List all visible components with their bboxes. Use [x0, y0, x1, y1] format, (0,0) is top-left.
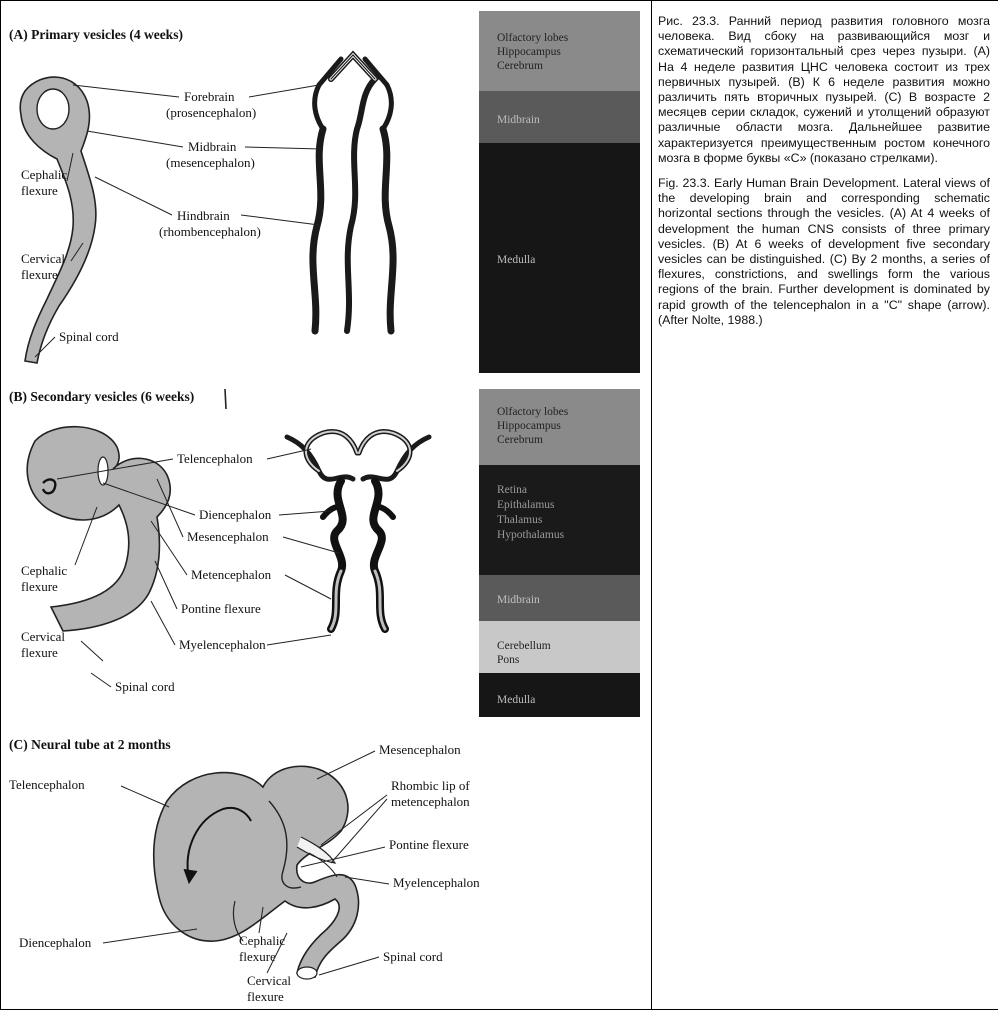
label-telencephalon-b: Telencephalon — [177, 451, 253, 466]
caption-column: Рис. 23.3. Ранний период развития головн… — [652, 1, 998, 1010]
label-myelencephalon-b: Myelencephalon — [179, 637, 266, 652]
label-metencephalon-b: Metencephalon — [191, 567, 272, 582]
label-cephalic-flexure-b: flexure — [21, 579, 58, 594]
label-cephalic-a: Cephalic — [21, 167, 67, 182]
label-midbrain: Midbrain — [188, 139, 237, 154]
legend-b-label-2: Hippocampus — [497, 420, 561, 432]
legend-b-label-4: Retina — [497, 484, 527, 496]
panel-c: (C) Neural tube at 2 months Mesencephalo… — [9, 737, 480, 1004]
arrow-marker-b — [225, 389, 226, 409]
panel-b-legend: Olfactory lobes Hippocampus Cerebrum Ret… — [479, 389, 640, 717]
figure-column: (A) Primary vesicles (4 weeks) — [1, 1, 652, 1010]
label-prosencephalon: (prosencephalon) — [166, 105, 256, 120]
label-forebrain: Forebrain — [184, 89, 235, 104]
panel-b: (B) Secondary vesicles (6 weeks) — [9, 389, 640, 717]
panel-a-section — [309, 55, 393, 331]
label-pontine-flexure-b: Pontine flexure — [181, 601, 261, 616]
label-metencephalon-c: metencephalon — [391, 794, 470, 809]
brain-development-figure: (A) Primary vesicles (4 weeks) — [1, 1, 650, 1009]
label-cephalic-c: Cephalic — [239, 933, 285, 948]
label-rhombencephalon: (rhombencephalon) — [159, 224, 261, 239]
label-diencephalon-b: Diencephalon — [199, 507, 272, 522]
label-telencephalon-c: Telencephalon — [9, 777, 85, 792]
panel-a-lateral-view — [20, 77, 96, 363]
label-hindbrain: Hindbrain — [177, 208, 230, 223]
legend-a-label-2: Hippocampus — [497, 46, 561, 58]
label-cervical-a: Cervical — [21, 251, 65, 266]
legend-b-label-8: Midbrain — [497, 594, 540, 606]
panel-a-title: (A) Primary vesicles (4 weeks) — [9, 27, 183, 42]
label-myelencephalon-c: Myelencephalon — [393, 875, 480, 890]
legend-a-label-1: Olfactory lobes — [497, 32, 569, 44]
legend-b-label-1: Olfactory lobes — [497, 406, 569, 418]
label-mesencephalon-b: Mesencephalon — [187, 529, 269, 544]
forebrain-lumen-a — [37, 89, 69, 129]
label-cervical-flexure-b: flexure — [21, 645, 58, 660]
legend-b-label-3: Cerebrum — [497, 434, 543, 446]
label-cervical-flexure-a: flexure — [21, 267, 58, 282]
spinal-cord-end-c — [297, 967, 317, 979]
legend-b-label-5: Epithalamus — [497, 499, 555, 511]
label-cervical-b: Cervical — [21, 629, 65, 644]
label-mesencephalon-c: Mesencephalon — [379, 742, 461, 757]
legend-a-label-5: Medulla — [497, 254, 535, 266]
label-diencephalon-c: Diencephalon — [19, 935, 92, 950]
panel-a-legend: Olfactory lobes Hippocampus Cerebrum Mid… — [479, 11, 640, 373]
label-mesencephalon: (mesencephalon) — [166, 155, 255, 170]
label-cephalic-b: Cephalic — [21, 563, 67, 578]
panel-a: (A) Primary vesicles (4 weeks) — [9, 11, 640, 373]
legend-b-label-6: Thalamus — [497, 514, 543, 526]
legend-b-label-7: Hypothalamus — [497, 529, 565, 541]
legend-b-label-9: Cerebellum — [497, 640, 551, 652]
legend-a-label-4: Midbrain — [497, 114, 540, 126]
label-cephalic-flexure-c: flexure — [239, 949, 276, 964]
label-cephalic-flexure-a: flexure — [21, 183, 58, 198]
legend-b-label-10: Pons — [497, 654, 520, 666]
panel-b-lateral-view — [27, 427, 170, 631]
label-cervical-flexure-c: flexure — [247, 989, 284, 1004]
embryo-outline-b — [27, 427, 170, 631]
caption-russian: Рис. 23.3. Ранний период развития головн… — [652, 1, 998, 166]
panel-c-title: (C) Neural tube at 2 months — [9, 737, 171, 752]
panel-b-section — [287, 432, 429, 629]
legend-a-label-3: Cerebrum — [497, 60, 543, 72]
label-cervical-c: Cervical — [247, 973, 291, 988]
label-spinal-cord-a: Spinal cord — [59, 329, 119, 344]
panel-b-title: (B) Secondary vesicles (6 weeks) — [9, 389, 194, 404]
label-spinal-cord-c: Spinal cord — [383, 949, 443, 964]
label-spinal-cord-b: Spinal cord — [115, 679, 175, 694]
caption-english: Fig. 23.3. Early Human Brain Development… — [652, 166, 998, 328]
legend-b-label-11: Medulla — [497, 694, 535, 706]
label-pontine-flexure-c: Pontine flexure — [389, 837, 469, 852]
label-rhombic-lip-c: Rhombic lip of — [391, 778, 470, 793]
